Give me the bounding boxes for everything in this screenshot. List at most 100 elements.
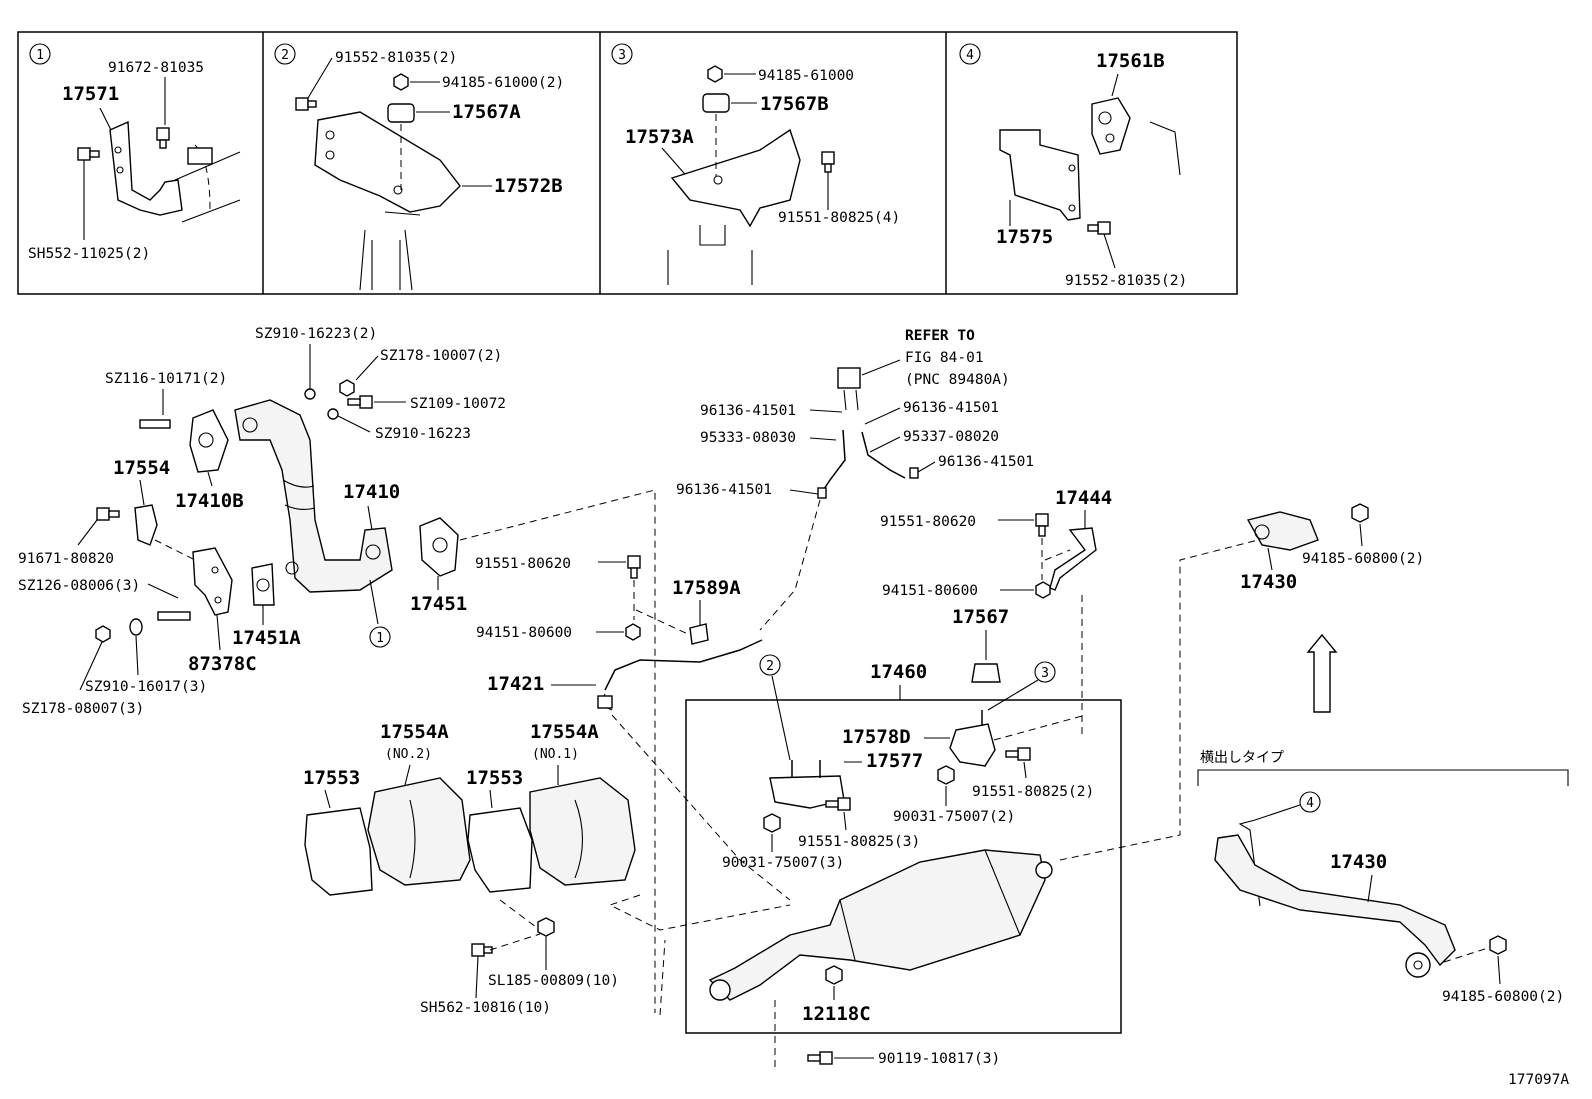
insulator-17561b (1091, 97, 1131, 155)
label-17577: 17577 (866, 750, 923, 772)
front-pipe-17410 (234, 399, 393, 593)
bolt-91551-80825 (821, 151, 835, 173)
label-17567a: 17567A (452, 101, 521, 123)
hose-95337-08020 (861, 431, 906, 479)
label-yokodashi-type: 横出しタイプ (1200, 750, 1284, 766)
label-17451: 17451 (410, 593, 467, 615)
stud-sz126-08006 (157, 611, 191, 621)
bracket-17444-group: 91551-80620 17444 94151-80600 17567 (880, 487, 1112, 735)
label-95333-08030: 95333-08030 (700, 430, 796, 446)
label-refer-to: REFER TO (905, 328, 975, 344)
callout-1-circle (369, 626, 391, 648)
tailpipe-17430-side (1214, 834, 1456, 967)
label-17575: 17575 (996, 226, 1053, 248)
nut-94185-60800-top (1351, 503, 1369, 523)
label-90031-75007-2: 90031-75007(2) (893, 809, 1015, 825)
label-17460: 17460 (870, 661, 927, 683)
nut-94185-61000-p3 (707, 65, 723, 83)
label-91551-80825-2: 91551-80825(2) (972, 784, 1094, 800)
label-94185-61000-p3: 94185-61000 (758, 68, 854, 84)
label-sz910-16017-3: SZ910-16017(3) (85, 679, 207, 695)
label-90119-10817: 90119-10817(3) (878, 1051, 1000, 1067)
label-sl185-00809: SL185-00809(10) (488, 973, 619, 989)
gasket-17410b (189, 409, 229, 473)
bolt-sh562-10816 (471, 943, 493, 957)
bolt-91672-81035 (156, 127, 170, 149)
catalyst-parts: 17553 17554A (NO.2) 17553 17554A (NO.1) … (303, 721, 636, 1016)
bracket-line-side-exit (1197, 769, 1569, 786)
nut-94185-60800-bottom (1489, 935, 1507, 955)
bracket-17554 (134, 504, 158, 546)
label-91672-81035: 91672-81035 (108, 60, 204, 76)
label-96136-41501-d: 96136-41501 (676, 482, 772, 498)
callout-2: 2 (766, 659, 774, 674)
label-17573a: 17573A (625, 126, 694, 148)
label-17572b: 17572B (494, 175, 563, 197)
panel-4-number-circle (959, 43, 981, 65)
nut-90031-75007-3 (763, 813, 781, 833)
front-pipe-group: SZ910-16223(2) SZ178-10007(2) SZ116-1017… (18, 326, 506, 717)
label-91671-80820: 91671-80820 (18, 551, 114, 567)
panel-2: 2 91552-81035(2) 94185-61000(2) 17567A 1… (274, 43, 564, 291)
callout-1: 1 (376, 631, 384, 646)
label-94185-61000: 94185-61000(2) (442, 75, 564, 91)
label-91551-80620-a: 91551-80620 (475, 556, 571, 572)
bracket-17444 (1049, 527, 1097, 591)
cover-17554a-no2 (367, 777, 471, 886)
label-17567: 17567 (952, 606, 1009, 628)
label-17421: 17421 (487, 673, 544, 695)
clip-96136-41501-c (909, 467, 919, 479)
shell-17553-b (467, 807, 533, 893)
callout-3-circle (1034, 661, 1056, 683)
bolt-90119-10817 (807, 1051, 833, 1065)
gasket-sz910-16223-2 (304, 388, 316, 400)
panel-1-number-circle (29, 43, 51, 65)
muffler-assembly-box (685, 699, 1122, 1034)
label-17589a: 17589A (672, 577, 741, 599)
bolt-91551-80620-b (1035, 513, 1049, 537)
bolt-91551-80620-a (627, 555, 641, 579)
callout-2-circle (759, 654, 781, 676)
label-sh552-11025: SH552-11025(2) (28, 246, 150, 262)
label-95337-08020: 95337-08020 (903, 429, 999, 445)
nut-94185-61000 (393, 73, 409, 91)
nut-sz178-08007 (95, 625, 111, 643)
label-91551-80825-3: 91551-80825(3) (798, 834, 920, 850)
washer-sz910-16017 (129, 618, 143, 636)
label-17571: 17571 (62, 83, 119, 105)
pipe-17421 (604, 639, 763, 691)
arrow-up (1306, 633, 1338, 713)
label-sz910-16223: SZ910-16223 (375, 426, 471, 442)
label-17554a-b: 17554A (530, 721, 599, 743)
gasket-17451 (419, 517, 459, 577)
label-fig-84-01: FIG 84-01 (905, 350, 984, 366)
label-sz910-16223-2: SZ910-16223(2) (255, 326, 377, 342)
nut-12118c (825, 965, 843, 985)
label-87378c: 87378C (188, 653, 257, 675)
nut-94151-80600-a (625, 623, 641, 641)
panel-4-number: 4 (966, 48, 974, 63)
label-12118c: 12118C (802, 1003, 871, 1025)
bolt-91551-80825-2 (1005, 747, 1031, 761)
label-96136-41501-a: 96136-41501 (700, 403, 796, 419)
bracket-17572b (314, 111, 461, 213)
label-94151-80600-a: 94151-80600 (476, 625, 572, 641)
label-17553-a: 17553 (303, 767, 360, 789)
inset-panels (17, 31, 1238, 295)
panel-2-number: 2 (281, 48, 289, 63)
label-17561b: 17561B (1096, 50, 1165, 72)
nut-sl185-00809 (537, 917, 555, 937)
tail-pipe-group: 17430 94185-60800(2) 横出しタイプ 4 17430 9418… (1197, 503, 1569, 1005)
callout-4b: 4 (1306, 796, 1314, 811)
insulator-17567a (387, 103, 415, 123)
callout-3: 3 (1041, 666, 1049, 681)
panel-4: 4 17561B 17575 91552-81035(2) (959, 43, 1187, 289)
label-17430-top: 17430 (1240, 571, 1297, 593)
bolt-91552-81035-p4 (1087, 221, 1111, 235)
tailpipe-17430-top (1246, 511, 1319, 551)
label-17578d: 17578D (842, 726, 911, 748)
label-94151-80600-b: 94151-80600 (882, 583, 978, 599)
label-96136-41501-c: 96136-41501 (938, 454, 1034, 470)
label-94185-60800-bottom: 94185-60800(2) (1442, 989, 1564, 1005)
nut-90031-75007-2 (937, 765, 955, 785)
